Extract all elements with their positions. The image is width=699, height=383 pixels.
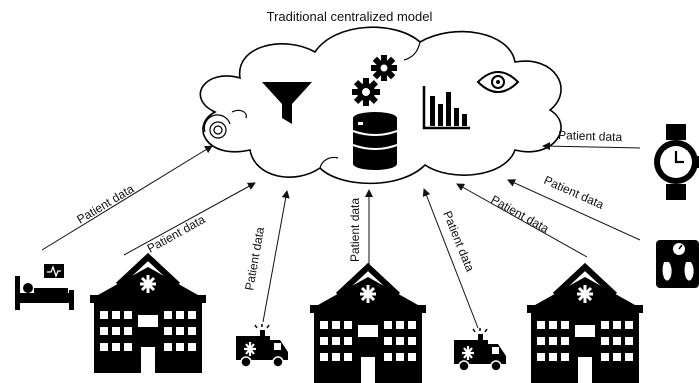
hospital-icon-left [90,257,206,373]
eye-icon [476,71,520,93]
ambulance-icon-right [452,326,508,373]
arrow-label-bed: Patient data [74,181,136,226]
arrow-ambulance-right [422,188,479,329]
database-icon [352,112,398,170]
arrow-label-hospital-left: Patient data [145,212,208,255]
smart-scale-icon [656,240,699,288]
filter-icon [262,82,312,124]
fingerprint-icon [203,114,231,139]
cloud-shape [199,26,562,185]
arrow-label-ambulance-right: Patient data [440,209,477,274]
diagram-title: Traditional centralized model [266,9,433,24]
arrow-label-watch: Patient data [558,128,623,144]
arrows [41,142,641,329]
arrow-bed [41,145,213,251]
arrow-hospital-left [123,182,256,256]
hospital-icon-right [527,267,643,383]
arrow-label-hospital-center: Patient data [348,198,362,262]
hospital-icon-center [310,267,426,383]
arrow-watch [542,142,641,151]
arrow-label-ambulance-left: Patient data [242,226,267,292]
patient-bed-icon [15,264,74,310]
arrow-scale [507,179,641,241]
bar-chart-icon [422,86,470,130]
arrow-hospital-right [456,183,588,258]
arrow-label-hospital-right: Patient data [489,192,552,235]
arrow-label-scale: Patient data [542,173,607,212]
gears-icon [352,55,397,106]
smartwatch-icon [654,124,699,200]
arrow-ambulance-left [262,190,290,323]
ambulance-icon-left [234,322,290,369]
